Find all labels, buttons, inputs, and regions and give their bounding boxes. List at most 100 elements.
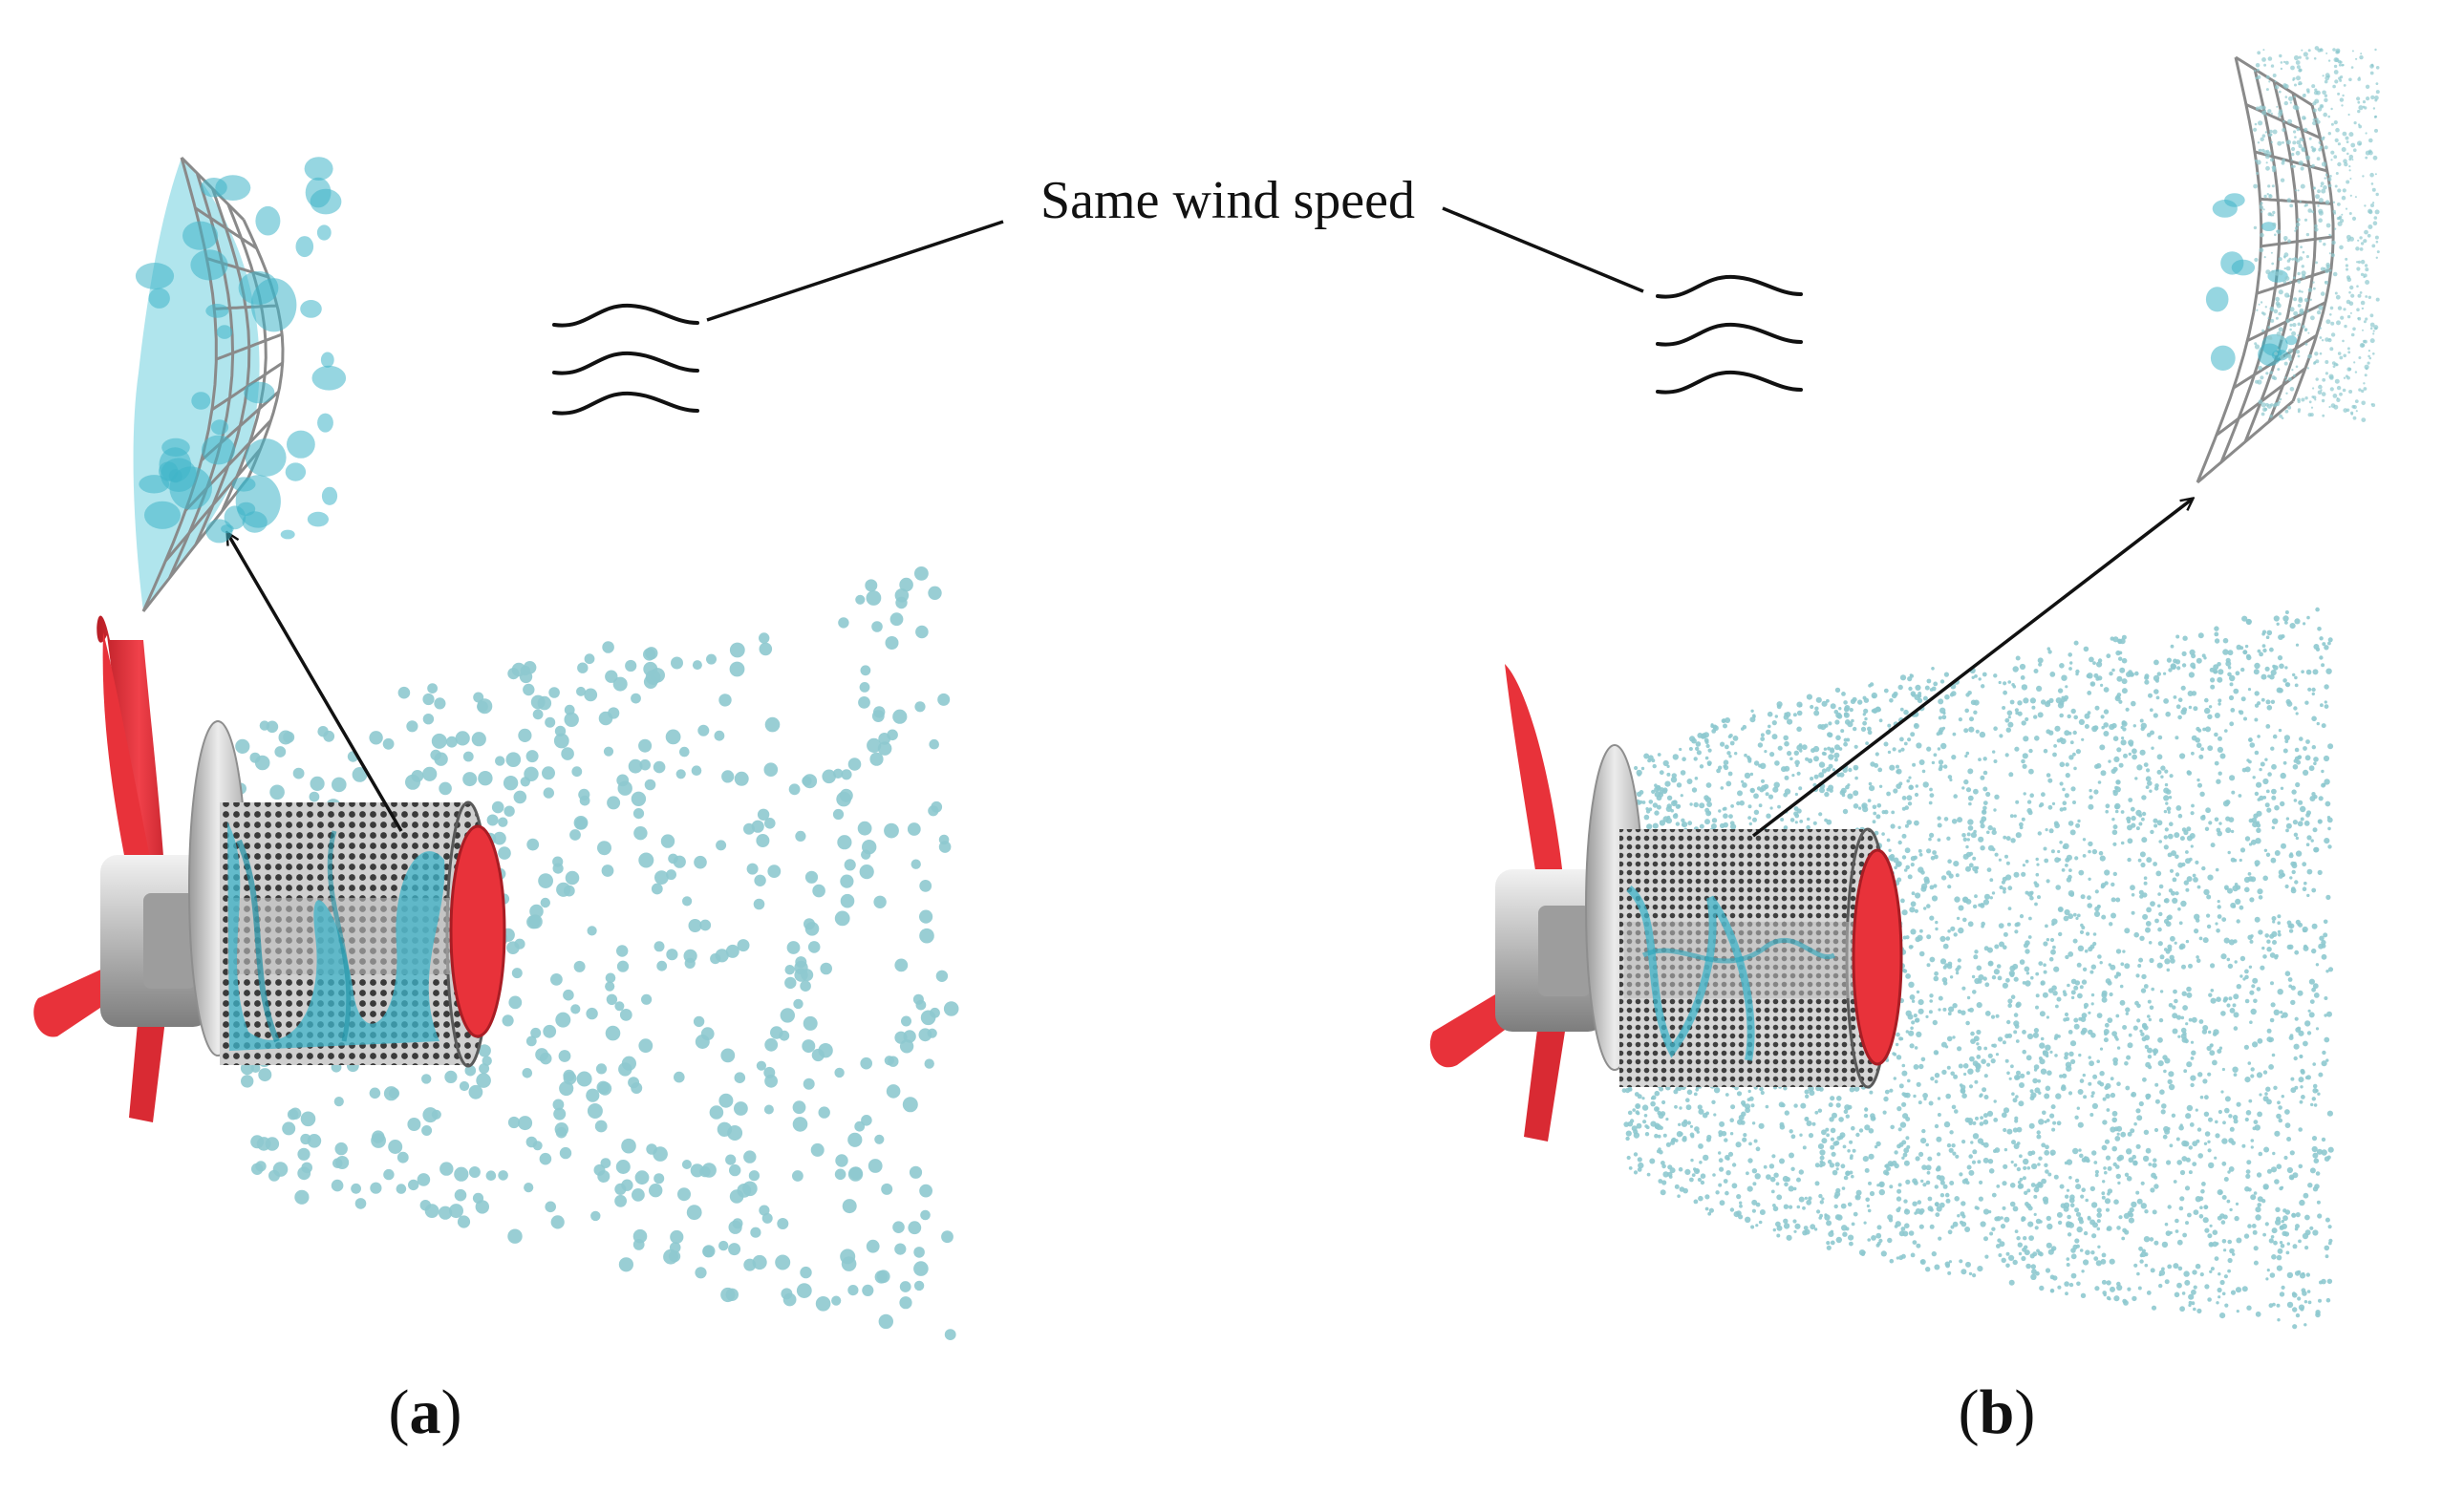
droplet <box>2324 1036 2330 1043</box>
droplet <box>2312 669 2319 675</box>
droplet <box>2188 1170 2193 1175</box>
droplet <box>1633 1152 1639 1157</box>
droplet <box>584 688 598 702</box>
droplet <box>2066 854 2072 861</box>
droplet <box>764 1074 778 1088</box>
droplet <box>1736 1091 1743 1097</box>
droplet <box>2045 1085 2051 1092</box>
droplet <box>1912 1178 1918 1184</box>
droplet <box>2240 696 2246 702</box>
droplet <box>1770 1189 1775 1194</box>
droplet <box>1656 804 1661 810</box>
droplet <box>1975 1116 1979 1120</box>
droplet <box>1920 1056 1926 1062</box>
droplet <box>728 1243 741 1256</box>
droplet <box>1817 1143 1825 1150</box>
droplet <box>2075 1184 2082 1190</box>
droplet <box>2256 810 2262 817</box>
droplet <box>2149 1005 2154 1011</box>
droplet <box>2124 928 2131 934</box>
droplet <box>2082 1073 2086 1078</box>
droplet <box>2127 1131 2132 1137</box>
droplet <box>796 1283 812 1298</box>
droplet <box>1684 1168 1691 1175</box>
droplet <box>874 1270 889 1284</box>
droplet <box>1938 759 1944 765</box>
droplet <box>2148 1017 2152 1022</box>
droplet <box>1698 1195 1703 1202</box>
droplet <box>495 756 505 766</box>
droplet <box>2103 722 2109 728</box>
droplet <box>2263 1146 2270 1153</box>
droplet <box>2267 772 2272 777</box>
droplet <box>1914 820 1919 826</box>
droplet <box>2313 992 2320 998</box>
droplet <box>2000 1224 2006 1229</box>
droplet <box>556 882 571 897</box>
droplet <box>2116 1132 2120 1136</box>
droplet <box>2145 776 2152 782</box>
droplet <box>2218 1272 2221 1276</box>
droplet <box>2123 1300 2129 1306</box>
droplet <box>2320 703 2324 708</box>
droplet <box>2089 681 2096 687</box>
droplet <box>1804 1196 1808 1200</box>
droplet <box>2173 1180 2177 1184</box>
droplet <box>1993 1149 1997 1153</box>
droplet <box>1863 1221 1867 1225</box>
droplet <box>2003 1127 2007 1133</box>
droplet <box>2066 1065 2072 1072</box>
droplet <box>2046 1119 2050 1122</box>
droplet <box>543 787 554 799</box>
droplet <box>2235 671 2240 676</box>
droplet <box>2273 615 2280 622</box>
droplet <box>2131 1093 2134 1098</box>
droplet <box>1736 1194 1742 1200</box>
droplet <box>2143 876 2148 880</box>
droplet <box>2121 1236 2126 1241</box>
droplet <box>2028 768 2034 775</box>
droplet <box>2119 638 2126 645</box>
droplet <box>2167 944 2173 950</box>
droplet <box>2096 1013 2103 1018</box>
droplet <box>2169 774 2174 779</box>
droplet <box>2066 1257 2070 1261</box>
droplet <box>2157 1060 2164 1067</box>
droplet <box>1830 1137 1835 1142</box>
droplet <box>297 1147 311 1161</box>
droplet <box>2276 1254 2282 1261</box>
droplet <box>2321 939 2326 946</box>
droplet <box>2321 1149 2327 1156</box>
droplet <box>746 863 759 875</box>
droplet <box>2016 922 2021 927</box>
droplet <box>1918 999 1924 1006</box>
droplet <box>332 777 347 793</box>
droplet <box>2136 1018 2141 1023</box>
droplet <box>2292 820 2298 825</box>
droplet <box>2127 1287 2132 1291</box>
droplet <box>1652 763 1657 769</box>
droplets-b <box>1621 607 2334 1330</box>
droplet <box>396 1184 407 1194</box>
droplet <box>2126 1176 2132 1182</box>
droplet <box>1864 1124 1871 1131</box>
droplet <box>2223 1274 2228 1279</box>
droplet <box>383 1086 399 1101</box>
droplet <box>784 976 797 990</box>
droplet <box>777 1218 789 1229</box>
droplet <box>2104 1032 2108 1036</box>
droplet <box>439 781 452 796</box>
droplet <box>2123 753 2128 758</box>
droplet <box>2225 660 2232 667</box>
droplet <box>721 770 735 783</box>
droplet <box>1734 752 1738 756</box>
droplet <box>2153 823 2158 828</box>
droplet <box>1828 1230 1834 1237</box>
droplet <box>2100 1258 2107 1265</box>
droplet <box>2282 760 2287 765</box>
droplet <box>2270 981 2274 986</box>
droplet <box>1813 1227 1818 1231</box>
droplet <box>2034 1226 2039 1230</box>
droplet <box>1725 1190 1729 1196</box>
droplet <box>651 883 663 895</box>
